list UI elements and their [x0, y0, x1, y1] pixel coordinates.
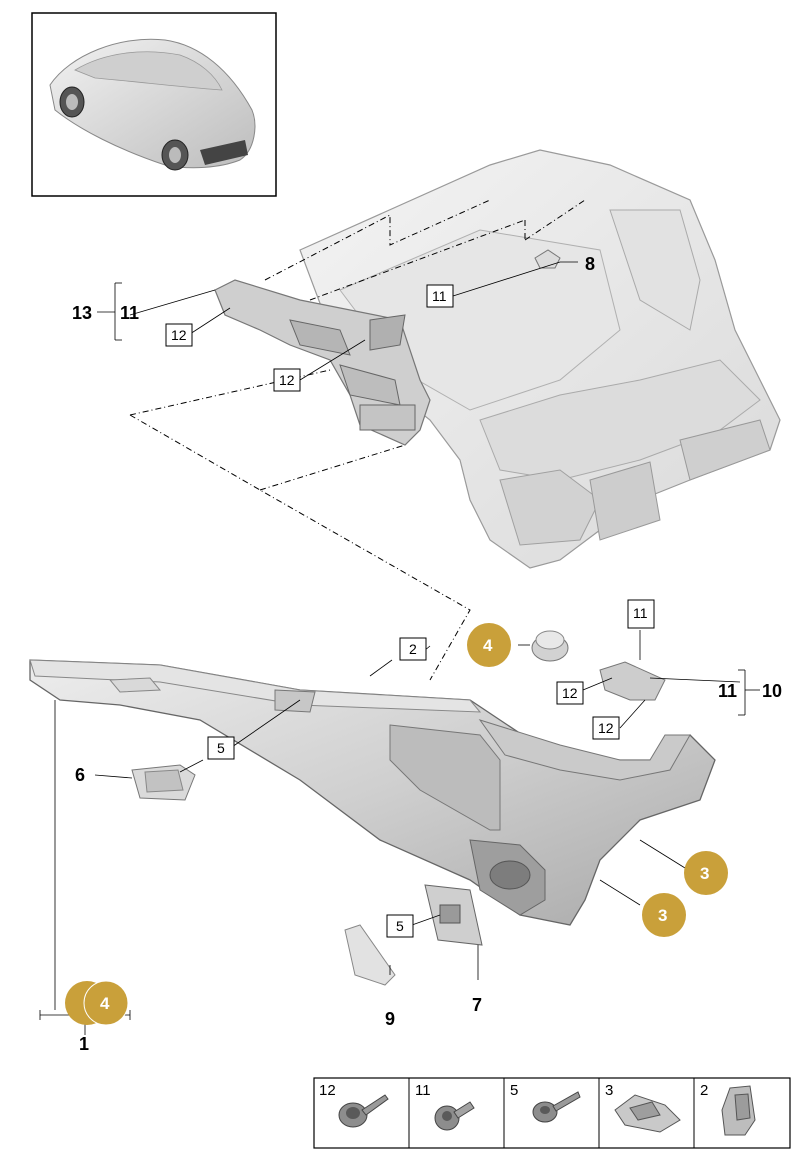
callout-11-bracket-right: 11 — [718, 681, 737, 701]
callout-8: 8 — [585, 254, 595, 274]
badge-3-lower-text: 3 — [658, 906, 667, 925]
callout-7: 7 — [472, 995, 482, 1015]
callout-11-bracket-left: 11 — [120, 303, 139, 323]
callout-11-lower-top: 11 — [633, 605, 648, 621]
legend-number-5: 5 — [510, 1082, 518, 1099]
callout-2: 2 — [409, 641, 417, 657]
callout-6: 6 — [75, 765, 85, 785]
badge-3-lower: 3 — [642, 893, 686, 937]
vehicle-overview-thumbnail — [31, 12, 277, 197]
legend-number-11: 11 — [415, 1082, 431, 1099]
badge-3-right: 3 — [684, 851, 728, 895]
metal-clip-icon — [614, 1094, 681, 1133]
legend-number-2: 2 — [700, 1082, 708, 1099]
badge-3-right-text: 3 — [700, 864, 709, 883]
spring-clip-icon — [721, 1085, 756, 1136]
callout-5-upper: 5 — [217, 740, 225, 756]
callout-9: 9 — [385, 1009, 395, 1029]
leader-lines — [39, 261, 760, 1035]
callout-12-upper-left: 12 — [171, 327, 187, 343]
callout-11-upper: 11 — [432, 288, 447, 304]
rear-side-trim-panel — [29, 659, 716, 926]
callout-12-upper-mid: 12 — [279, 372, 295, 388]
car-silhouette-icon — [49, 38, 256, 171]
retaining-plate — [424, 884, 483, 946]
flange-screw-icon — [532, 1091, 581, 1123]
fastener-legend: 12 11 5 3 2 — [313, 1077, 791, 1149]
legend-number-12: 12 — [319, 1082, 336, 1099]
badge-4-lower: 4 — [65, 980, 129, 1026]
callout-13: 13 — [72, 303, 92, 323]
callout-1: 1 — [79, 1034, 89, 1054]
callout-10: 10 — [762, 681, 782, 701]
upper-clip-bracket — [599, 661, 666, 701]
screw-with-washer-icon — [338, 1094, 389, 1128]
cover-cap — [344, 924, 396, 986]
badge-4-lower-text: 4 — [100, 994, 110, 1013]
callout-12-lower-bottom: 12 — [598, 720, 614, 736]
storage-tray — [131, 764, 196, 801]
plug-part — [531, 630, 569, 662]
callouts: 13 11 12 12 11 8 2 11 12 12 11 10 5 6 5 … — [65, 254, 782, 1054]
upper-bracket — [214, 279, 431, 446]
expanding-rivet-icon — [434, 1101, 475, 1131]
badge-4-upper: 4 — [467, 623, 511, 667]
legend-number-3: 3 — [605, 1082, 613, 1099]
badge-4-upper-text: 4 — [483, 636, 493, 655]
callout-12-lower-top: 12 — [562, 685, 578, 701]
callout-5-lower: 5 — [396, 918, 404, 934]
